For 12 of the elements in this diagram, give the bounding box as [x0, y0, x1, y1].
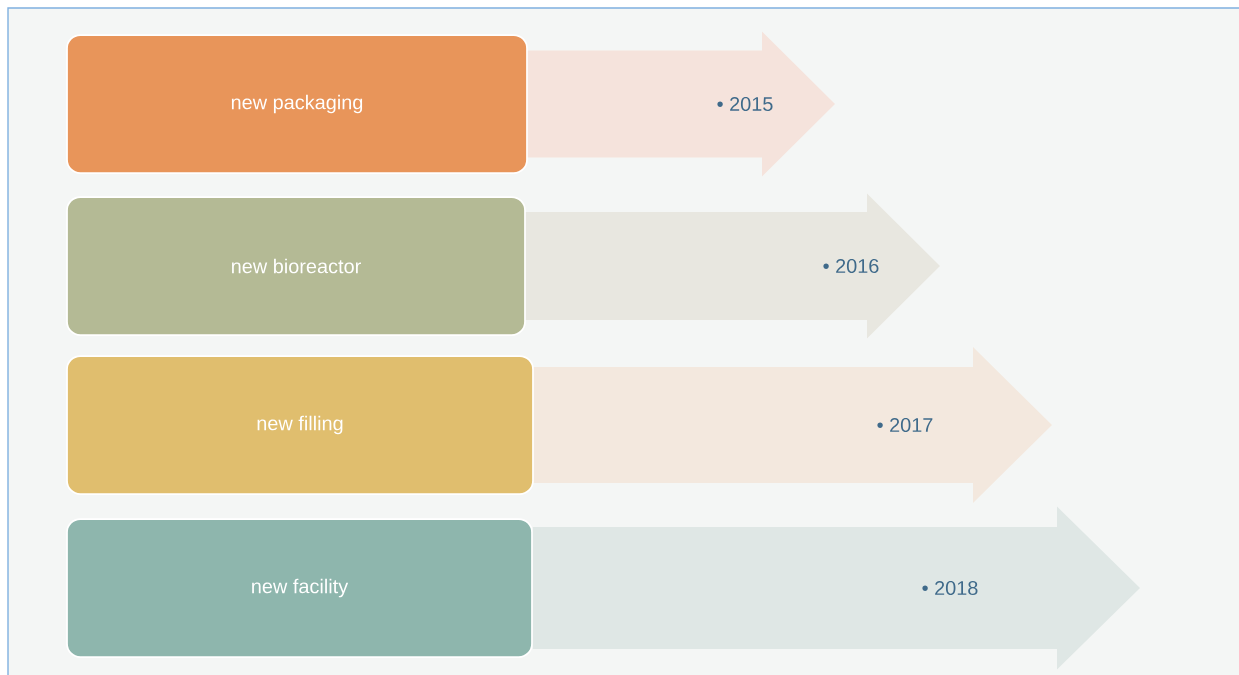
edge-label: • 2017 — [877, 417, 933, 433]
edge-label: • 2016 — [823, 258, 879, 274]
rounded-box: new facility — [66, 518, 533, 658]
block-arrow — [525, 193, 940, 339]
edge-label: • 2018 — [922, 580, 978, 596]
edge-label: • 2015 — [717, 96, 773, 112]
rounded-box: new bioreactor — [66, 196, 526, 336]
rounded-box: new packaging — [66, 34, 528, 174]
block-arrow — [533, 347, 1052, 503]
block-arrow — [532, 506, 1140, 670]
rounded-box: new filling — [66, 355, 534, 495]
block-arrow — [527, 31, 835, 177]
